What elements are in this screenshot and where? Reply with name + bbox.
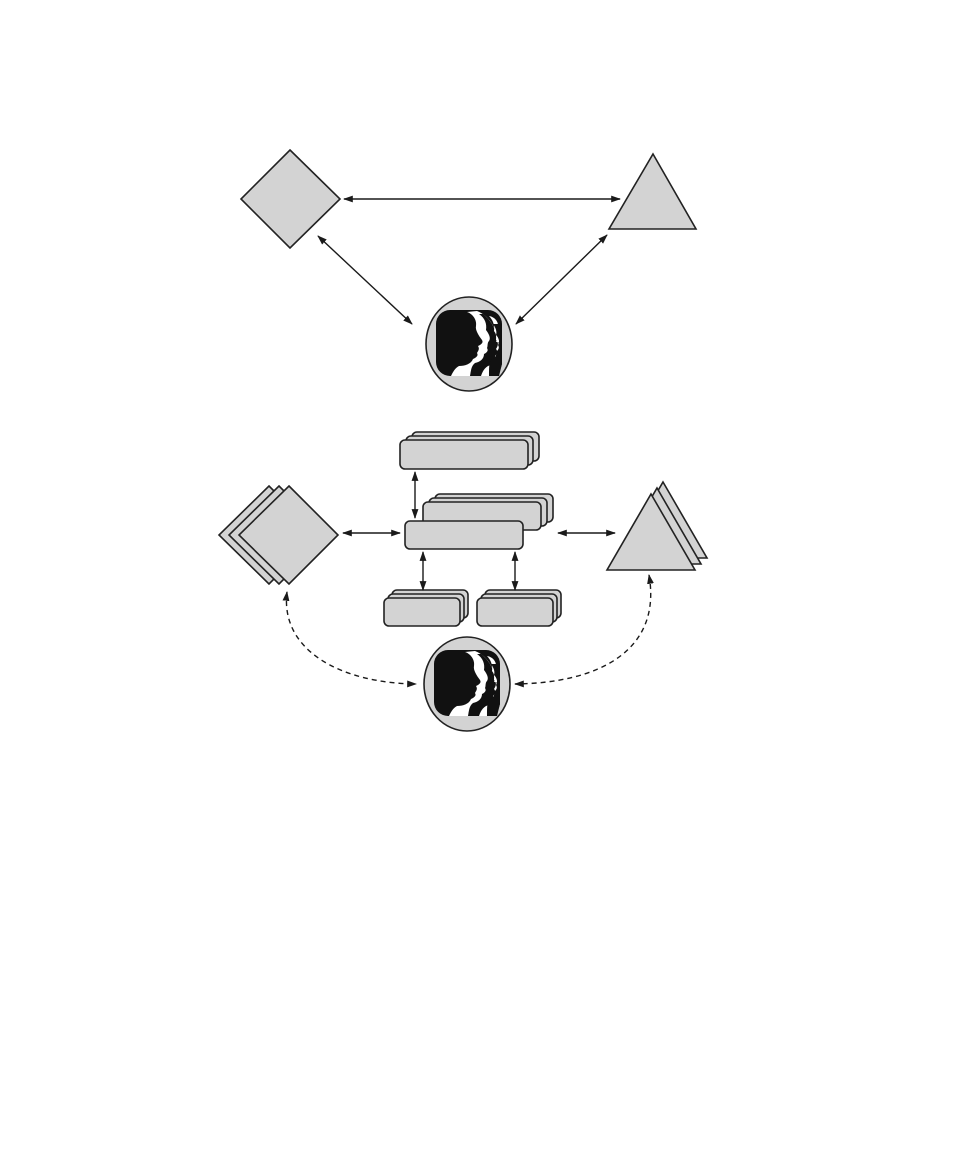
box-center-node: [404, 520, 524, 550]
triangle-person-arrow: [515, 234, 608, 325]
diamond-node: [239, 148, 342, 250]
top-group: [239, 148, 698, 392]
box-stack-bottom-right: [476, 589, 562, 627]
triangle-stack-person-dashed-arrow: [514, 574, 654, 688]
person-badge-icon: [425, 296, 513, 392]
triangle-node: [607, 152, 698, 230]
diamond-stack-person-dashed-arrow: [282, 591, 417, 688]
diamond-stack-node: [217, 484, 340, 586]
person-badge-icon: [423, 636, 511, 732]
triangle-stack-node: [605, 480, 709, 571]
box-stack-bottom-left: [383, 589, 469, 627]
diamond-person-arrow: [317, 235, 413, 325]
bottom-group: [217, 431, 709, 732]
box-stack-top: [399, 431, 540, 470]
